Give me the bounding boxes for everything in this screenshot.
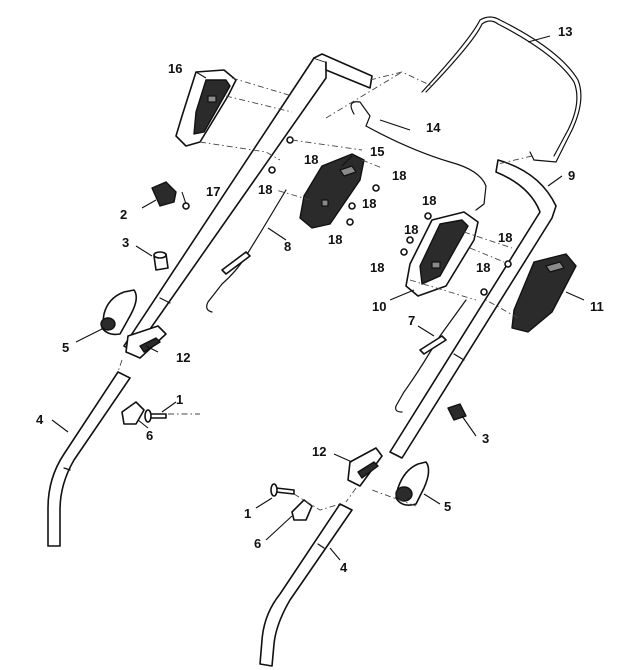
callout-18-g: 18 xyxy=(404,222,418,237)
callout-18-j: 18 xyxy=(476,260,490,275)
right-clamp-lever-5 xyxy=(395,461,430,506)
callout-18-e: 18 xyxy=(328,232,342,247)
callout-6-right: 6 xyxy=(254,536,261,551)
housing-10 xyxy=(405,211,479,297)
callout-18-a: 18 xyxy=(304,152,318,167)
right-bolt-1 xyxy=(270,483,295,497)
cable-14 xyxy=(350,101,487,211)
right-nut-6 xyxy=(291,499,313,521)
callout-1-right: 1 xyxy=(244,506,251,521)
callout-4-left: 4 xyxy=(36,412,44,427)
callouts: 1 1 2 3 3 4 4 5 5 6 6 7 8 9 10 11 12 12 … xyxy=(36,24,604,575)
callout-3-right: 3 xyxy=(482,431,489,446)
callout-4-right: 4 xyxy=(340,560,348,575)
callout-15: 15 xyxy=(370,144,384,159)
right-drive-cable-7 xyxy=(395,299,467,413)
callout-5-right: 5 xyxy=(444,499,451,514)
leader-lines xyxy=(51,35,585,561)
callout-16: 16 xyxy=(168,61,182,76)
callout-6-left: 6 xyxy=(146,428,153,443)
right-lower-handle-tube xyxy=(259,503,353,667)
callout-18-i: 18 xyxy=(498,230,512,245)
callout-9: 9 xyxy=(568,168,575,183)
callout-18-b: 18 xyxy=(258,182,272,197)
callout-5-left: 5 xyxy=(62,340,69,355)
callout-7: 7 xyxy=(408,313,415,328)
left-throttle-cable-8 xyxy=(206,189,287,313)
callout-11: 11 xyxy=(590,299,604,314)
left-cable-clip-2 xyxy=(151,181,177,207)
right-handle-clamp-12 xyxy=(347,447,383,487)
left-nut-6 xyxy=(121,401,145,425)
callout-13: 13 xyxy=(558,24,572,39)
callout-12-right: 12 xyxy=(312,444,326,459)
callout-12-left: 12 xyxy=(176,350,190,365)
screws-18 xyxy=(268,136,512,296)
callout-18-c: 18 xyxy=(392,168,406,183)
callout-1-left: 1 xyxy=(176,392,183,407)
right-bushing-3 xyxy=(447,403,467,421)
callout-10: 10 xyxy=(372,299,386,314)
callout-8: 8 xyxy=(284,239,291,254)
callout-18-h: 18 xyxy=(370,260,384,275)
callout-17: 17 xyxy=(206,184,220,199)
callout-18-d: 18 xyxy=(362,196,376,211)
left-bolt-1 xyxy=(144,409,167,423)
cover-15 xyxy=(299,153,365,229)
callout-14: 14 xyxy=(426,120,441,135)
left-clamp-lever-5 xyxy=(100,289,138,336)
callout-18-f: 18 xyxy=(422,193,436,208)
control-bail-13 xyxy=(421,16,582,163)
left-upper-handle-tube xyxy=(123,53,373,353)
callout-3-left: 3 xyxy=(122,235,129,250)
left-bushing-3 xyxy=(153,251,169,271)
assembly-lines xyxy=(117,71,533,511)
cover-16 xyxy=(175,69,237,147)
left-handle-clamp-12 xyxy=(125,325,167,359)
right-upper-handle-tube xyxy=(389,159,557,459)
cover-11 xyxy=(511,253,577,333)
left-lower-handle-tube xyxy=(47,371,131,547)
callout-2: 2 xyxy=(120,207,127,222)
